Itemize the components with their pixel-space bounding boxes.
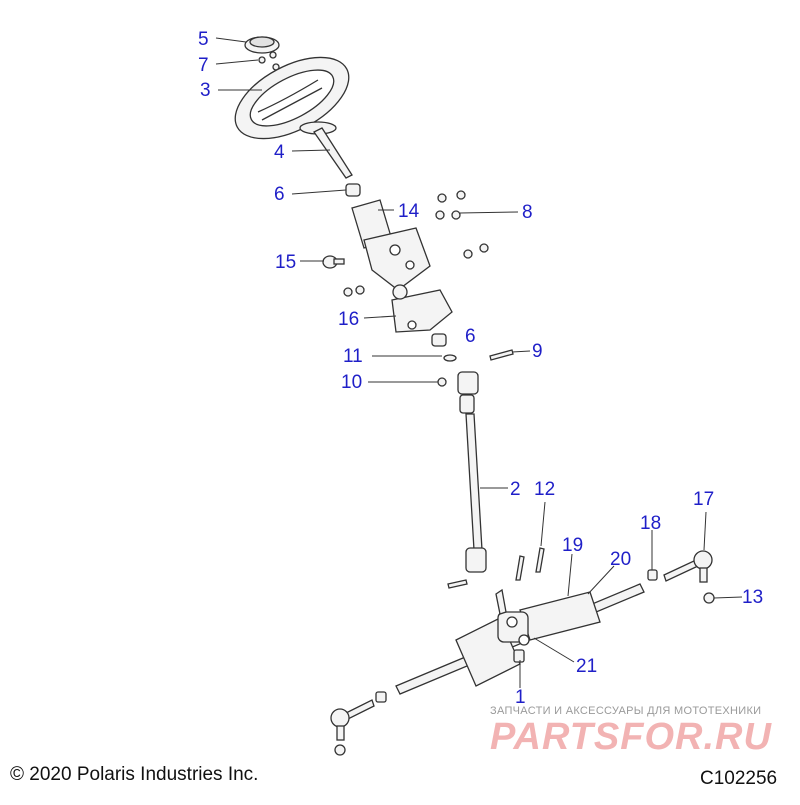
callout-20: 20: [610, 549, 632, 570]
callout-14: 14: [398, 201, 420, 222]
callout-16: 16: [338, 309, 360, 330]
part-tie-rod-end-right: [663, 550, 713, 583]
callout-1: 1: [515, 687, 526, 708]
part-tie-rod-end-left: [330, 691, 387, 756]
part-steering-wheel: [234, 56, 350, 140]
callout-7: 7: [198, 55, 209, 76]
callout-10: 10: [341, 372, 363, 393]
callout-4: 4: [274, 142, 285, 163]
part-screws-small: [258, 51, 280, 71]
callout-6-upper: 6: [274, 184, 285, 205]
callout-11: 11: [343, 346, 363, 367]
callout-2: 2: [510, 479, 521, 500]
part-washer: [443, 354, 457, 362]
part-jam-nut-right: [647, 569, 658, 581]
callout-18: 18: [640, 513, 662, 534]
callout-5: 5: [198, 29, 209, 50]
part-adjust-knob: [322, 255, 345, 269]
part-bolt-9: [489, 349, 514, 361]
copyright-text: © 2020 Polaris Industries Inc.: [10, 764, 259, 785]
part-steering-shaft: [299, 121, 353, 179]
part-intermediate-shaft: [457, 371, 487, 573]
part-steering-rack: [395, 583, 645, 695]
callout-9: 9: [532, 341, 543, 362]
callout-15: 15: [275, 252, 297, 273]
callout-21: 21: [576, 656, 598, 677]
part-bolts-nuts-8: [435, 190, 489, 259]
callout-6-lower: 6: [465, 326, 476, 347]
part-steering-column: [351, 199, 431, 291]
diagram-id: C102256: [700, 768, 778, 789]
part-bushing-upper: [345, 183, 361, 197]
part-center-cap: [244, 36, 280, 54]
part-bushing-lower: [431, 333, 447, 347]
watermark-caption: ЗАПЧАСТИ И АКСЕССУАРЫ ДЛЯ МОТОТЕХНИКИ: [490, 705, 762, 717]
part-nut-13: [703, 592, 715, 604]
part-nut-10: [437, 377, 447, 387]
callout-12: 12: [534, 479, 556, 500]
part-bolts-12: [447, 547, 545, 589]
leader-lines: [215, 37, 743, 688]
watermark-logo: PARTSFOR.RU: [490, 716, 772, 758]
callout-19: 19: [562, 535, 584, 556]
part-mount-bracket: [343, 284, 453, 333]
callout-3: 3: [200, 80, 211, 101]
callout-17: 17: [693, 489, 715, 510]
callout-13: 13: [742, 587, 764, 608]
callout-8: 8: [522, 202, 533, 223]
